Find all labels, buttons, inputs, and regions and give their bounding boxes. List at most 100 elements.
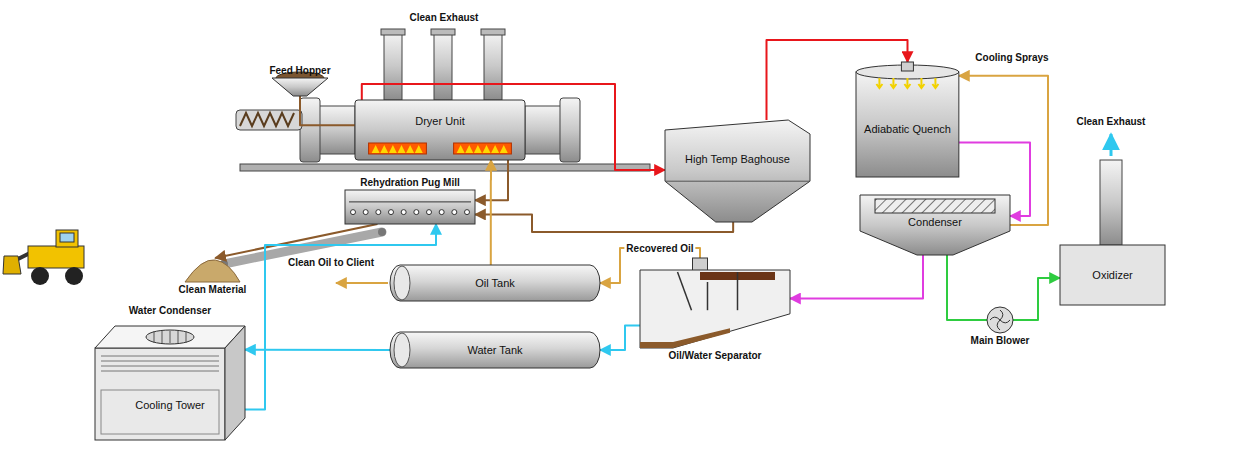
pug-paddle: [414, 210, 419, 215]
hopper-body: [272, 78, 328, 96]
grille-bar: [178, 331, 179, 343]
stack-cap: [481, 29, 505, 35]
shape-outline: [665, 120, 810, 222]
screw-feeder: [236, 110, 302, 130]
skid-base: [240, 164, 650, 171]
material-mound: [185, 260, 240, 282]
shape-outline: [345, 190, 475, 224]
loader-bucket: [3, 256, 21, 274]
node-heading: Oil/Water Separator: [669, 350, 762, 362]
baghouse: High Temp Baghouse: [665, 120, 810, 222]
node-heading: Clean Material: [179, 284, 247, 296]
baffle-plate: [707, 282, 709, 310]
flame-tip: [415, 145, 423, 153]
node-heading: Water Condenser: [129, 305, 211, 317]
pug-mill: Rehydration Pug Mill: [345, 190, 475, 224]
pug-shaft: [349, 201, 471, 202]
grille-bar: [154, 331, 155, 343]
flow-line: [1013, 278, 1060, 320]
flow-line: [245, 224, 436, 410]
stack: [484, 32, 502, 100]
flow-label: Recovered Oil: [624, 243, 695, 254]
wheel: [65, 267, 83, 285]
flame-tip: [398, 145, 406, 153]
cooling-tower: Water CondenserCooling Tower: [95, 318, 245, 440]
feed-hopper: Feed Hopper: [272, 78, 328, 96]
oxidizer-box: Oxidizer: [1060, 245, 1165, 305]
spray-arrow: [877, 78, 883, 88]
node-text: Water Tank: [467, 344, 522, 357]
flow-line: [245, 349, 390, 351]
loader-cab: [56, 230, 78, 247]
fill-panel: [101, 390, 219, 434]
pug-paddle: [351, 210, 356, 215]
pug-paddle: [427, 210, 432, 215]
text-slot: Adiabatic Quench: [860, 92, 955, 167]
oxidizer-stack: [1100, 134, 1122, 245]
shape-outline: [987, 307, 1013, 333]
burner-flame: [454, 143, 512, 154]
node-heading: Rehydration Pug Mill: [360, 177, 459, 189]
flame-tip: [389, 145, 397, 153]
baghouse-body: [665, 120, 810, 222]
stack: [384, 32, 402, 100]
sludge-layer: [640, 328, 730, 348]
stack: [434, 32, 452, 100]
pug-paddle: [363, 210, 368, 215]
text-slot: Oil Tank: [394, 265, 596, 301]
flame-tip: [491, 145, 499, 153]
oxidizer-body: [1060, 245, 1165, 305]
pug-paddle: [389, 210, 394, 215]
drum-body: [355, 100, 525, 160]
shape-outline: [355, 100, 525, 160]
separator-body: [640, 270, 790, 348]
node-text: Dryer Unit: [415, 115, 465, 128]
text-slot: Water Condenser: [129, 305, 211, 317]
tank-head: [394, 266, 410, 300]
tank-head: [394, 333, 410, 367]
flow-line: [475, 214, 733, 232]
stack-cap: [431, 29, 455, 35]
exhaust-arrow: [1110, 134, 1113, 156]
tank-shell: [390, 265, 600, 301]
node-text: High Temp Baghouse: [685, 153, 790, 166]
shape-outline: [640, 258, 790, 348]
spray-label: Cooling Sprays: [975, 52, 1048, 63]
spray-arrow: [891, 78, 897, 88]
text-slot: Rehydration Pug Mill: [360, 177, 459, 189]
end-ring: [300, 98, 320, 162]
spray-arrow: [919, 78, 925, 88]
pug-body: [345, 190, 475, 224]
louvre: [101, 366, 219, 367]
shape-outline: [185, 258, 240, 282]
node-text: Condenser: [908, 216, 962, 229]
loader-window: [60, 233, 74, 242]
quench-vessel: Adiabatic Quench: [856, 62, 959, 177]
louvre: [101, 371, 219, 372]
spray-arrow: [905, 78, 911, 88]
louvre: [101, 361, 219, 362]
spray-arrow: [933, 78, 939, 88]
stack-label: Clean Exhaust: [410, 12, 479, 23]
screw-flight: [240, 113, 294, 126]
tower-front: [95, 348, 225, 440]
text-slot: Clean Material: [179, 284, 247, 296]
text-slot: Dryer Unit: [359, 104, 521, 138]
tower-top: [95, 326, 245, 348]
flame-tip: [372, 145, 380, 153]
outlet-label: Clean Oil to Client: [288, 257, 374, 268]
pug-paddle: [376, 210, 381, 215]
blower-blade: [997, 320, 1000, 330]
oil-tank: Oil Tank: [390, 265, 600, 301]
grille-bar: [162, 331, 163, 343]
flow-line: [215, 224, 377, 258]
material-pile: Clean Material: [185, 258, 240, 282]
separator-vessel: Oil/Water Separator: [640, 258, 790, 348]
hopper-seam: [665, 181, 810, 182]
shape-outline: [272, 78, 328, 96]
node-text: Oxidizer: [1092, 269, 1132, 282]
belt-conveyor: [220, 228, 386, 268]
stack-label: Clean Exhaust: [1077, 116, 1146, 127]
flow-line: [490, 160, 492, 265]
